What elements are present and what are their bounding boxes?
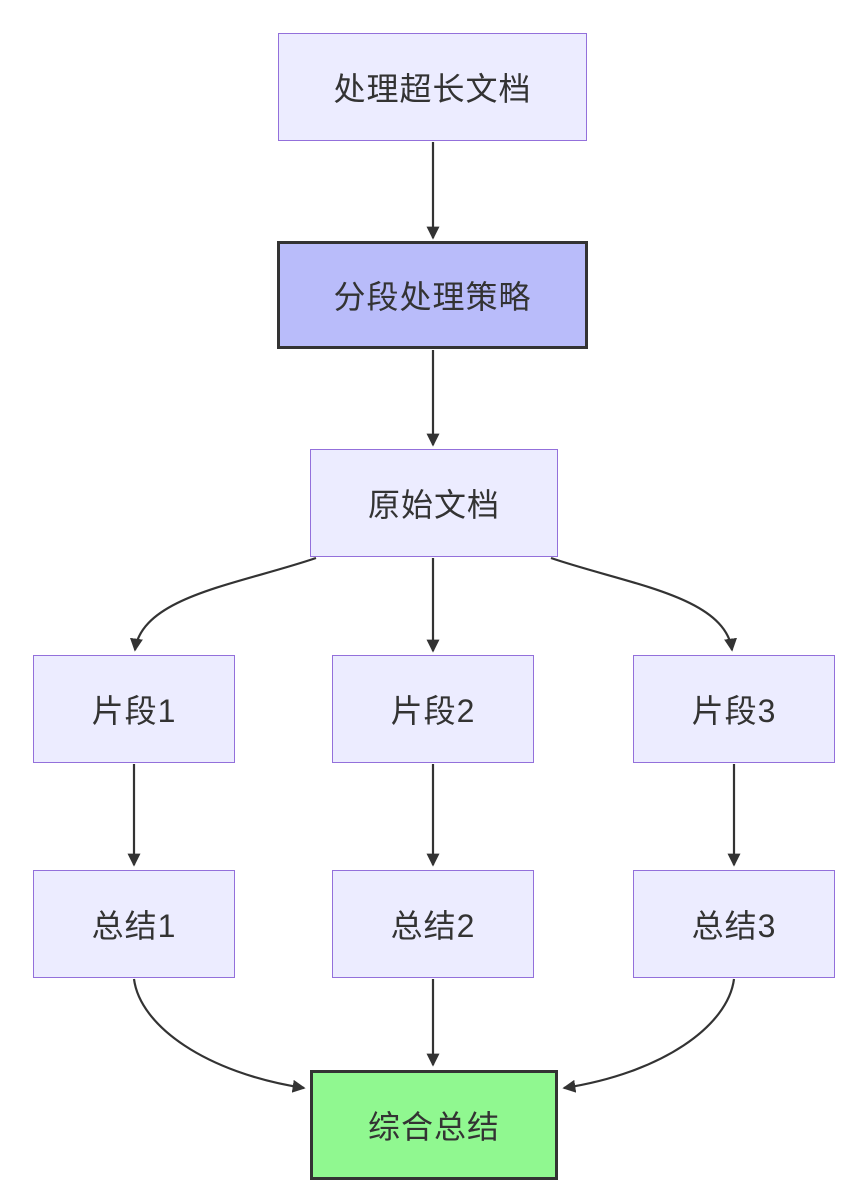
- node-chunk-2: 片段2: [332, 655, 534, 763]
- node-final-summary: 综合总结: [310, 1070, 558, 1180]
- node-chunk-1: 片段1: [33, 655, 235, 763]
- edge-source-to-chunk1: [130, 556, 317, 652]
- edge-summary1-to-final: [132, 978, 306, 1093]
- node-start: 处理超长文档: [278, 33, 587, 141]
- node-source-document: 原始文档: [310, 449, 558, 557]
- node-strategy: 分段处理策略: [277, 241, 588, 349]
- edge-source-to-chunk3: [550, 556, 737, 652]
- node-summary-1: 总结1: [33, 870, 235, 978]
- node-chunk-3: 片段3: [633, 655, 835, 763]
- node-summary-3: 总结3: [633, 870, 835, 978]
- node-summary-2: 总结2: [332, 870, 534, 978]
- edge-summary3-to-final: [562, 978, 736, 1093]
